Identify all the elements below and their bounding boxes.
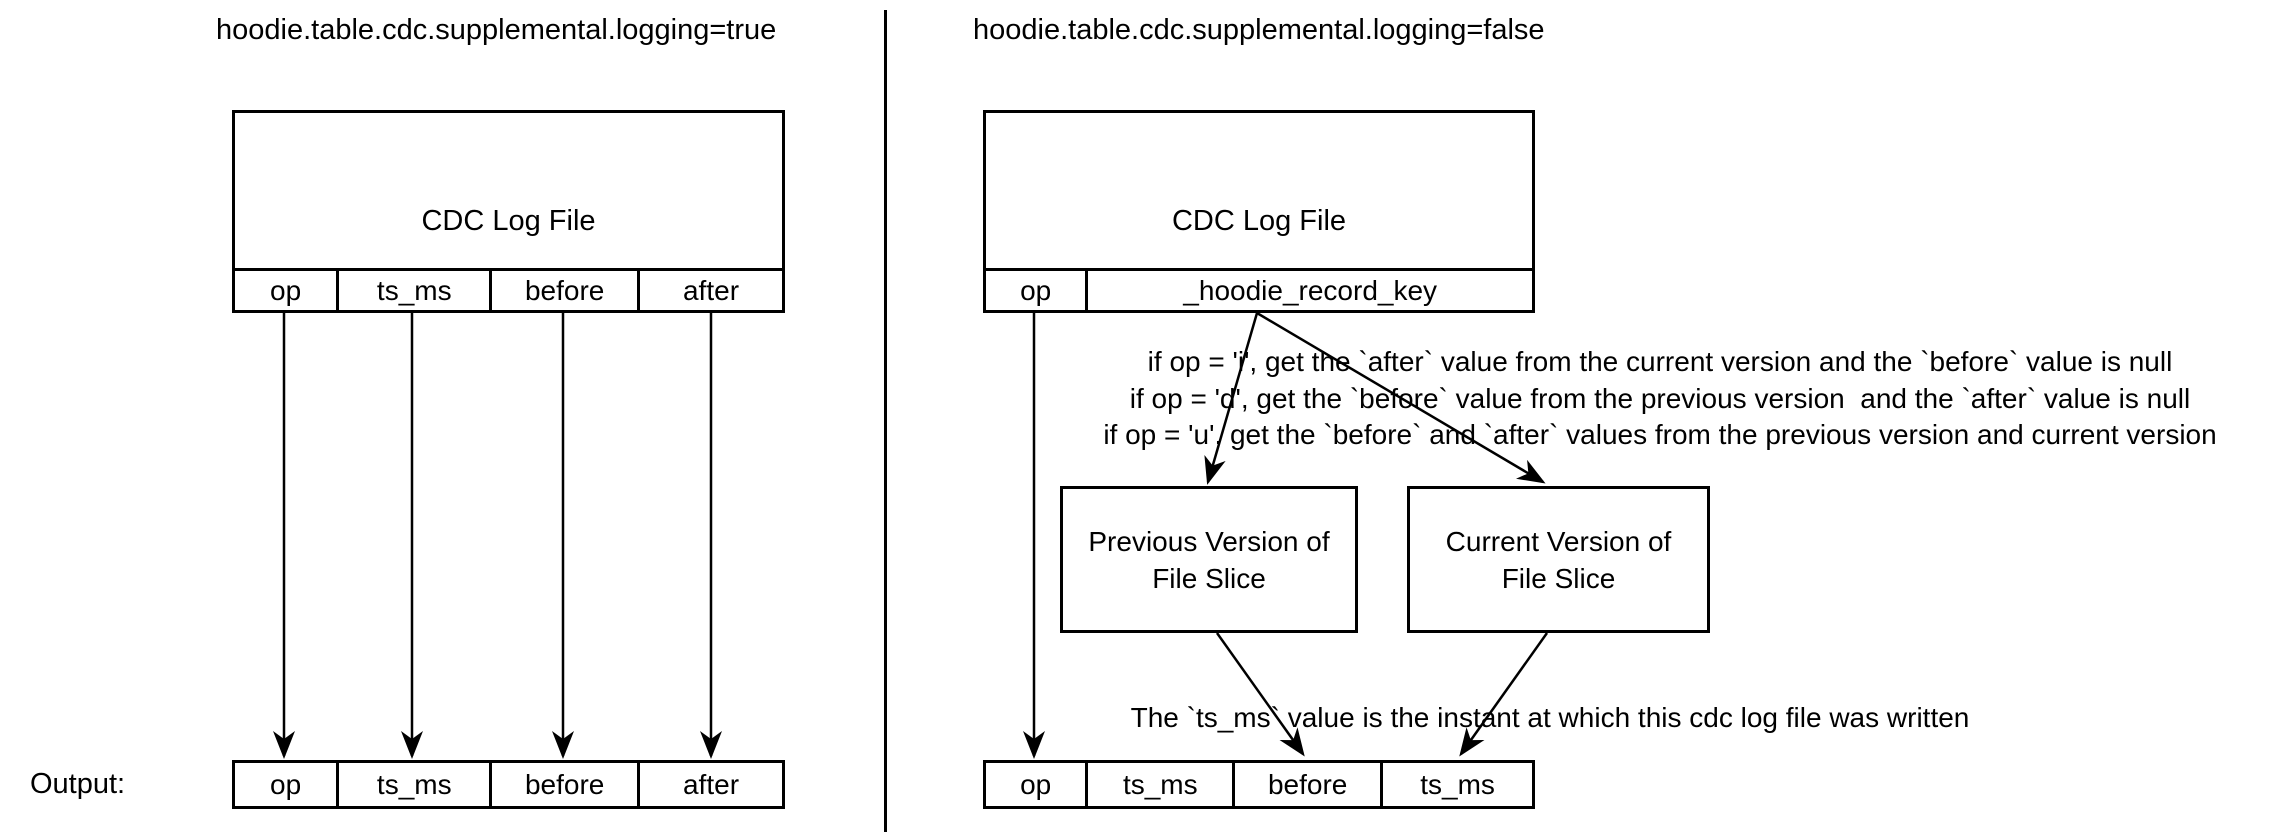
left-panel-title: hoodie.table.cdc.supplemental.logging=tr…	[216, 14, 777, 46]
left-cdc-log-file-label: CDC Log File	[421, 205, 596, 237]
right-log-file-columns-row: op _hoodie_record_key	[983, 268, 1535, 313]
previous-version-line1: Previous Version of	[1088, 525, 1330, 557]
right-panel-title: hoodie.table.cdc.supplemental.logging=fa…	[973, 14, 1545, 46]
left-output-ts-ms: ts_ms	[336, 763, 489, 806]
arrow-previous-to-output	[1215, 632, 1305, 757]
right-output-row: op ts_ms before ts_ms	[983, 760, 1535, 809]
right-output-ts-ms: ts_ms	[1085, 763, 1232, 806]
right-cdc-log-file-label: CDC Log File	[1171, 205, 1347, 237]
previous-version-file-slice-box: Previous Version of File Slice	[1060, 486, 1358, 633]
arrow-record-key-to-previous	[1204, 312, 1259, 485]
left-cdc-log-file-box: CDC Log File	[232, 110, 785, 268]
left-column-ts-ms: ts_ms	[336, 271, 489, 310]
left-column-after: after	[637, 271, 782, 310]
left-column-op: op	[270, 274, 302, 306]
arrow-current-to-output	[1459, 632, 1549, 757]
right-output-ts-ms-2: ts_ms	[1380, 763, 1532, 806]
right-cdc-log-file-box: CDC Log File	[983, 110, 1535, 268]
output-label: Output:	[30, 768, 126, 800]
left-output-op: op	[270, 768, 302, 800]
right-column-hoodie-record-key: _hoodie_record_key	[1085, 271, 1532, 310]
left-log-file-columns-row: op ts_ms before after	[232, 268, 785, 313]
left-output-before: before	[489, 763, 637, 806]
left-output-after: after	[637, 763, 782, 806]
current-version-line1: Current Version of	[1445, 525, 1672, 557]
op-rule-insert: if op = 'i', get the `after` value from …	[1147, 346, 2173, 377]
op-rules-annotation: if op = 'i', get the `after` value from …	[1040, 344, 2278, 454]
current-version-line2: File Slice	[1501, 562, 1616, 594]
right-column-op: op	[1020, 274, 1052, 306]
right-output-op: op	[1020, 768, 1052, 800]
ts-ms-note: The `ts_ms` value is the instant at whic…	[1130, 702, 1970, 733]
arrow-record-key-to-current	[1256, 311, 1546, 484]
current-version-file-slice-box: Current Version of File Slice	[1407, 486, 1710, 633]
previous-version-line2: File Slice	[1152, 562, 1266, 594]
op-rule-delete: if op = 'd', get the `before` value from…	[1129, 382, 2191, 414]
left-output-row: op ts_ms before after	[232, 760, 785, 809]
op-rule-update: if op = 'u', get the `before` and `after…	[1103, 419, 2217, 450]
panel-divider	[884, 10, 887, 832]
left-column-before: before	[489, 271, 637, 310]
right-output-before: before	[1232, 763, 1380, 806]
